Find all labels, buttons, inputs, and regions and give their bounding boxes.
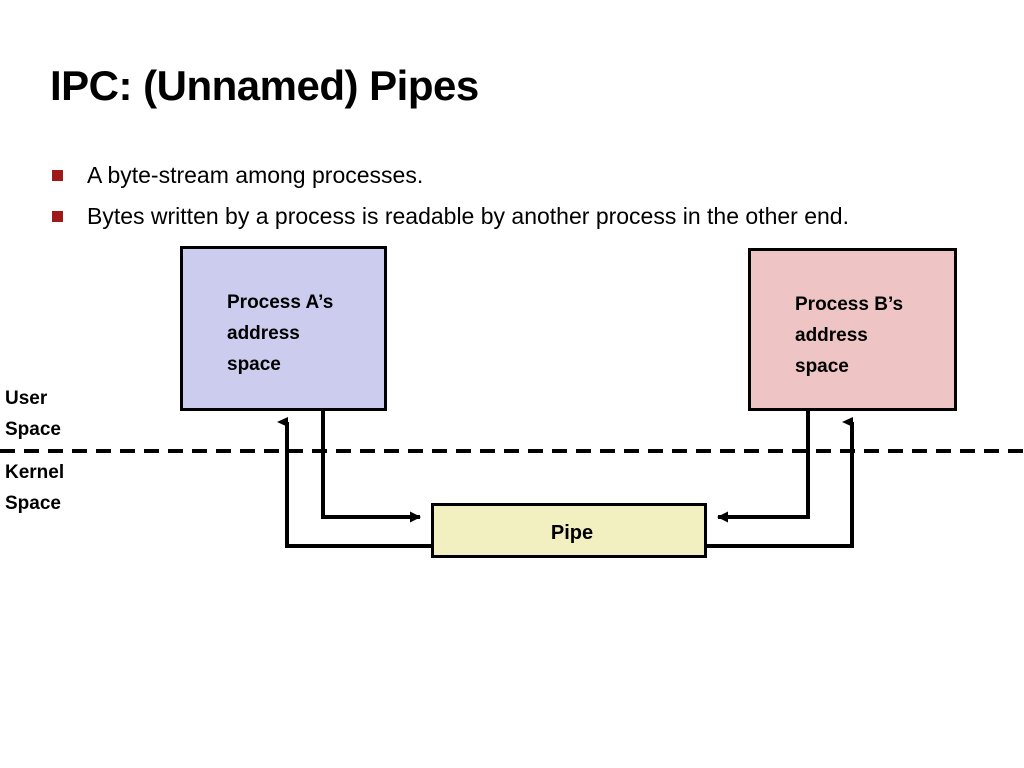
connector-process-b-write-to-pipe — [717, 411, 810, 523]
list-item-label: Bytes written by a process is readable b… — [87, 203, 849, 229]
process-b-label: Process B’s address space — [795, 294, 904, 377]
process-a-address-space-box[interactable]: Process A’s address space — [180, 246, 387, 411]
pipe-label: Pipe — [550, 522, 594, 544]
list-item: A byte-stream among processes. — [52, 160, 982, 191]
connector-pipe-read-to-process-a — [277, 417, 431, 548]
process-b-address-space-box[interactable]: Process B’s address space — [748, 248, 957, 411]
list-item: Bytes written by a process is readable b… — [52, 201, 982, 232]
bullet-square-icon — [52, 170, 63, 181]
pipe-box[interactable]: Pipe — [431, 503, 707, 558]
page-title: IPC: (Unnamed) Pipes — [50, 62, 479, 109]
connector-process-a-write-to-pipe — [321, 411, 421, 523]
list-item-label: A byte-stream among processes. — [87, 162, 424, 188]
user-space-label: User Space — [5, 388, 61, 440]
process-a-label: Process A’s address space — [227, 292, 334, 375]
bullet-square-icon — [52, 211, 63, 222]
bullet-list: A byte-stream among processes. Bytes wri… — [52, 160, 982, 242]
kernel-space-label: Kernel Space — [5, 462, 65, 514]
connector-pipe-read-to-process-b — [707, 417, 854, 548]
